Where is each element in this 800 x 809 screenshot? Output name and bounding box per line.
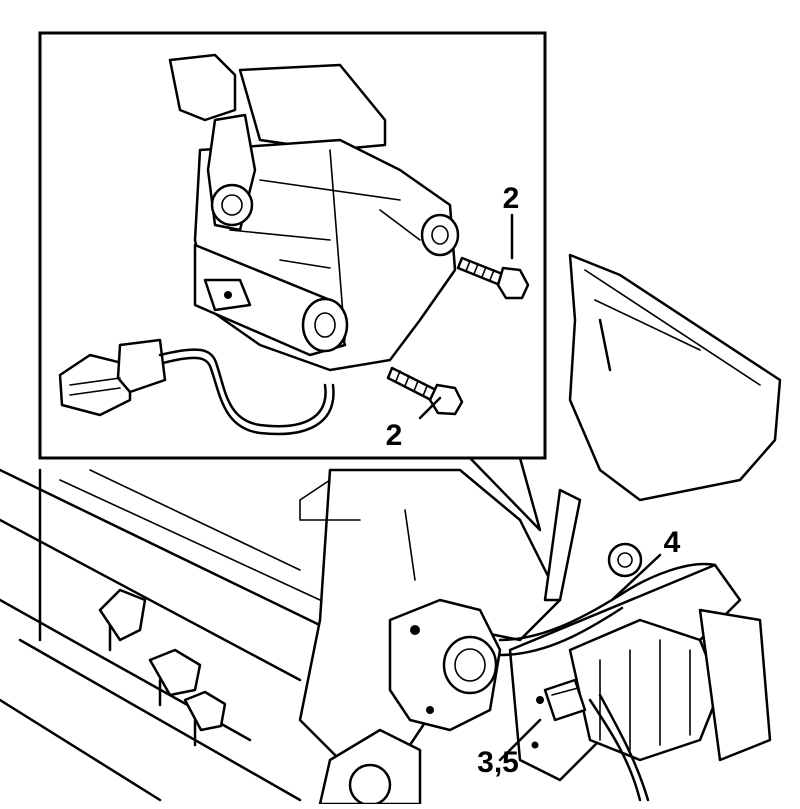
actuator-top-housing bbox=[238, 63, 387, 152]
clip-middle bbox=[148, 648, 202, 697]
actuator-top-bracket bbox=[168, 53, 237, 122]
relay-block bbox=[568, 618, 722, 762]
duct-right bbox=[568, 253, 782, 502]
bolt-top-head bbox=[496, 266, 530, 300]
callout-connector: 4 bbox=[664, 526, 681, 559]
background-assembly bbox=[0, 253, 782, 807]
lower-pulley bbox=[318, 728, 422, 806]
bolt-bottom bbox=[386, 366, 464, 416]
callout-bolt-bottom: 2 bbox=[386, 419, 403, 452]
leader-bolt-bottom bbox=[418, 396, 442, 420]
wiring-harness-a bbox=[498, 562, 717, 642]
scene-connector bbox=[543, 678, 587, 722]
callout-bracket: 3,5 bbox=[477, 746, 519, 779]
inset-connector bbox=[58, 338, 335, 436]
connector-plug bbox=[58, 353, 132, 417]
bolt-bottom-head bbox=[428, 383, 464, 416]
leader-bracket bbox=[498, 718, 542, 762]
inset-actuator bbox=[168, 53, 460, 372]
callout-bolt-top: 2 bbox=[503, 182, 520, 215]
lever-arm bbox=[543, 488, 582, 602]
bolt-top bbox=[456, 256, 530, 300]
wiring-harness-b bbox=[588, 698, 642, 802]
clip-left bbox=[98, 588, 147, 642]
leader-connector bbox=[610, 553, 662, 602]
clip-right bbox=[183, 690, 227, 732]
